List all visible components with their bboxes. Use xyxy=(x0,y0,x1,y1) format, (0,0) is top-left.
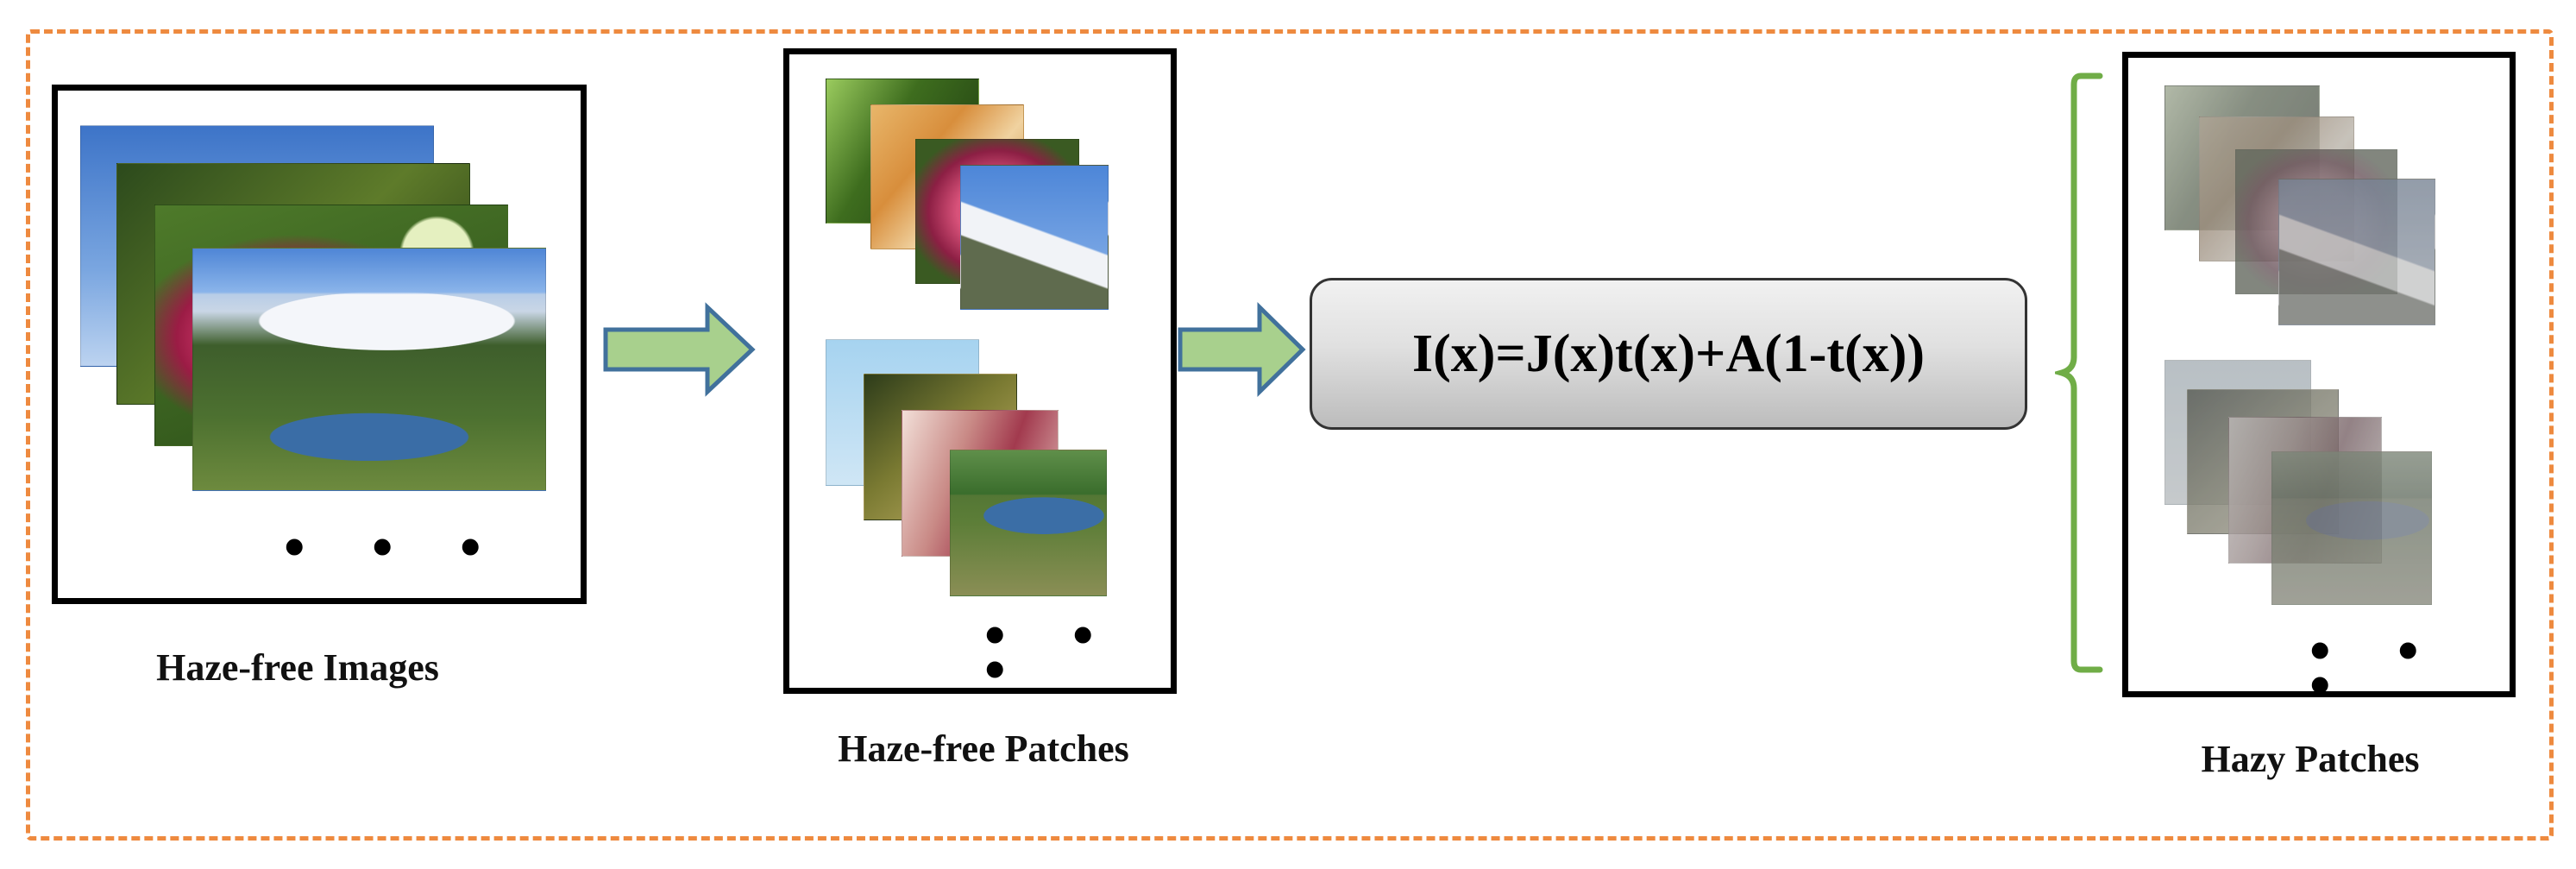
haze-model-equation: I(x)=J(x)t(x)+A(1-t(x)) xyxy=(1412,324,1925,383)
hazy-patch-thumbnail-8 xyxy=(2271,451,2432,605)
outer-dashed-border xyxy=(26,29,2554,841)
hazy-patches-panel: • • • xyxy=(2122,52,2516,716)
label-haze-free-images: Haze-free Images xyxy=(156,646,439,689)
arrow-patches-to-equation xyxy=(1177,302,1306,397)
image-thumbnail-4 xyxy=(192,248,546,491)
ellipsis-patches: • • • xyxy=(984,602,1120,703)
label-haze-free-patches: Haze-free Patches xyxy=(838,727,1129,770)
arrow-images-to-patches xyxy=(602,302,757,397)
ellipsis-hazy-patches: • • • xyxy=(2309,618,2445,719)
haze-free-images-panel: • • • xyxy=(52,85,587,604)
label-hazy-patches: Hazy Patches xyxy=(2201,738,2420,780)
patch-thumbnail-8 xyxy=(950,450,1107,596)
haze-free-patches-panel: • • • xyxy=(783,48,1177,703)
patch-thumbnail-4 xyxy=(960,165,1109,310)
haze-model-equation-box: I(x)=J(x)t(x)+A(1-t(x)) xyxy=(1310,278,2027,430)
ellipsis-images: • • • xyxy=(284,514,507,581)
green-brace xyxy=(2051,72,2107,677)
hazy-patch-thumbnail-4 xyxy=(2278,179,2435,325)
